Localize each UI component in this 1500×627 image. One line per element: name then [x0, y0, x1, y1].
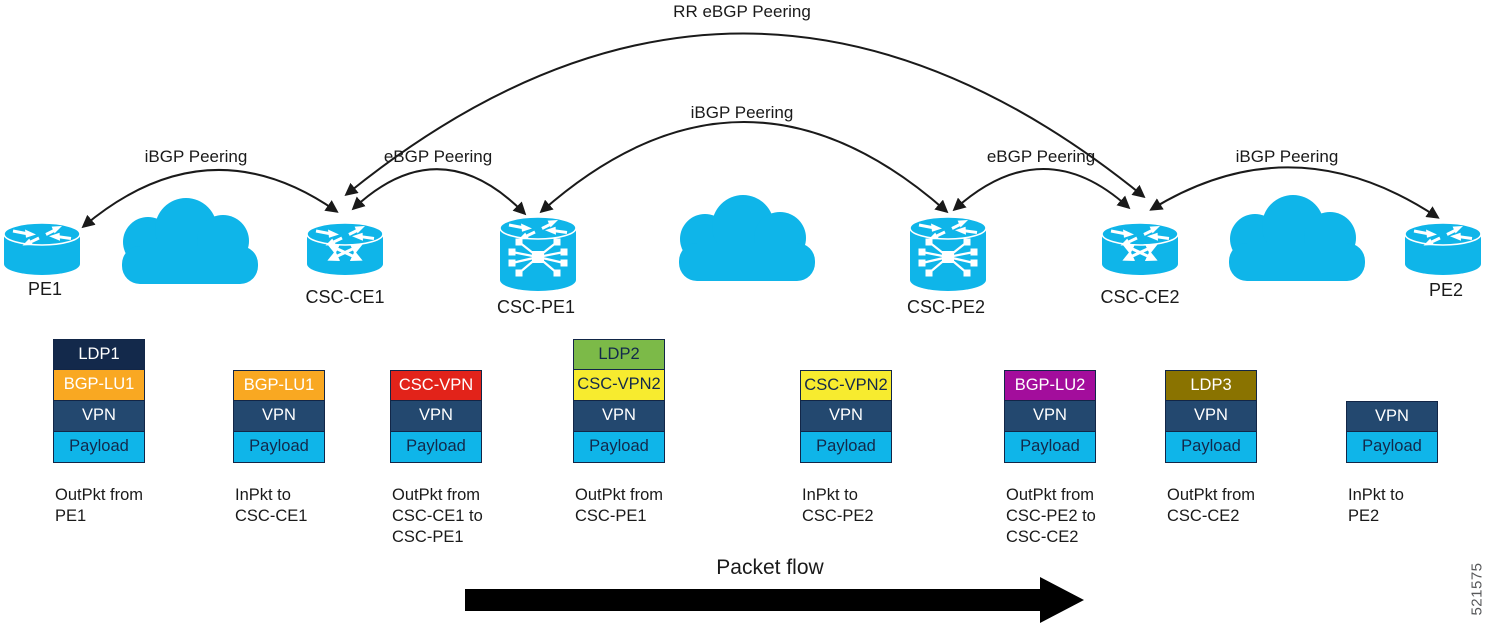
- right-ebgp-peering-arc: [952, 168, 1131, 212]
- packet-flow-label: Packet flow: [716, 556, 824, 579]
- packet-flow-arrow: [465, 577, 1084, 623]
- router-icon-csc-ce1: [307, 223, 383, 275]
- packet-label-vpn: VPN: [1346, 401, 1438, 432]
- packet-label-payload: Payload: [390, 432, 482, 463]
- packet-label-vpn: VPN: [800, 401, 892, 432]
- packet-label-ldp1: LDP1: [53, 339, 145, 370]
- router-icon-pe2: [1405, 223, 1481, 275]
- packet-label-vpn: VPN: [1165, 401, 1257, 432]
- packet-label-payload: Payload: [573, 432, 665, 463]
- router-icon-csc-pe1: [500, 217, 576, 291]
- node-label-pe1: PE1: [27, 279, 63, 299]
- packet-label-vpn: VPN: [53, 401, 145, 432]
- packet-label-csc-vpn2: CSC-VPN2: [573, 370, 665, 401]
- packet-label-payload: Payload: [1165, 432, 1257, 463]
- packet-label-vpn: VPN: [233, 401, 325, 432]
- packet-label-payload: Payload: [800, 432, 892, 463]
- node-label-csc-ce1: CSC-CE1: [305, 287, 385, 307]
- packet-label-vpn: VPN: [1004, 401, 1096, 432]
- packet-label-csc-vpn: CSC-VPN: [390, 370, 482, 401]
- rr-ebgp-peering-arc: [344, 32, 1146, 199]
- packet-label-bgp-lu2: BGP-LU2: [1004, 370, 1096, 401]
- node-label-csc-pe2: CSC-PE2: [906, 297, 986, 317]
- node-label-pe2: PE2: [1428, 280, 1464, 300]
- packet-label-payload: Payload: [1346, 432, 1438, 463]
- right-ebgp-peering-label: eBGP Peering: [986, 147, 1096, 166]
- cloud-icon: [1229, 195, 1365, 281]
- packet-label-csc-vpn2: CSC-VPN2: [800, 370, 892, 401]
- left-ibgp-peering-arc: [81, 169, 339, 229]
- packet-label-payload: Payload: [1004, 432, 1096, 463]
- mid-ibgp-peering-label: iBGP Peering: [690, 103, 794, 122]
- cloud-icon: [122, 198, 258, 284]
- router-icon-pe1: [4, 223, 80, 275]
- right-ibgp-peering-arc: [1149, 166, 1440, 219]
- node-label-csc-ce2: CSC-CE2: [1100, 287, 1180, 307]
- router-icon-csc-ce2: [1102, 223, 1178, 275]
- packet-label-ldp3: LDP3: [1165, 370, 1257, 401]
- right-ibgp-peering-label: iBGP Peering: [1235, 147, 1339, 166]
- rr-ebgp-peering-label: RR eBGP Peering: [673, 2, 811, 21]
- router-icon-csc-pe2: [910, 217, 986, 291]
- packet-label-payload: Payload: [53, 432, 145, 463]
- left-ebgp-peering-arc: [351, 168, 527, 216]
- packet-label-payload: Payload: [233, 432, 325, 463]
- packet-label-vpn: VPN: [390, 401, 482, 432]
- cloud-icon: [679, 195, 815, 281]
- packet-label-bgp-lu1: BGP-LU1: [53, 370, 145, 401]
- mid-ibgp-peering-arc: [539, 121, 949, 214]
- packet-label-vpn: VPN: [573, 401, 665, 432]
- packet-label-ldp2: LDP2: [573, 339, 665, 370]
- left-ebgp-peering-label: eBGP Peering: [383, 147, 493, 166]
- figure-number: 521575: [1468, 562, 1486, 616]
- left-ibgp-peering-label: iBGP Peering: [144, 147, 248, 166]
- node-label-csc-pe1: CSC-PE1: [496, 297, 576, 317]
- packet-label-bgp-lu1: BGP-LU1: [233, 370, 325, 401]
